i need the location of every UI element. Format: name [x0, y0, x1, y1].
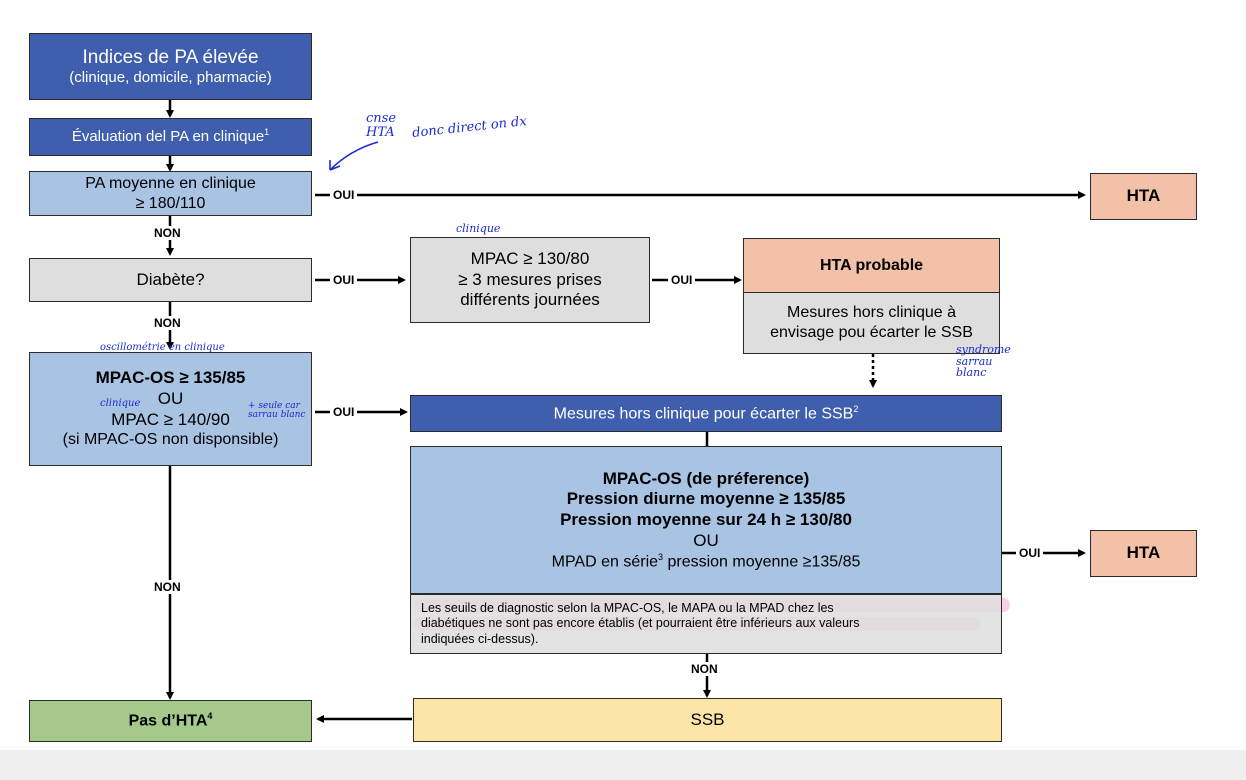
mpac-os-center-line2: Pression diurne moyenne ≥ 135/85	[566, 489, 846, 509]
pas-hta-box: Pas d’HTA4	[29, 700, 312, 742]
bottom-bar	[0, 750, 1246, 780]
ssb-box: SSB	[413, 698, 1002, 742]
evaluation-box: Évaluation del PA en clinique1	[29, 118, 312, 156]
annotation-clinique-left: clinique	[100, 398, 141, 409]
label-non-diabete: NON	[151, 316, 184, 330]
mpac-os-center-line5sup: 3	[658, 551, 664, 562]
mpac-diab-line3: différents journées	[460, 290, 600, 310]
evaluation-text: Évaluation del PA en clinique	[71, 128, 265, 146]
annotation-syndrome: syndrome sarrau blanc	[956, 343, 1011, 380]
mpac-os-left-line1: MPAC-OS ≥ 135/85	[95, 368, 246, 388]
mesures-hors-text: Mesures hors clinique pour écarter le SS…	[553, 404, 854, 422]
hta-probable-body2: envisage pou écarter le SSB	[770, 324, 973, 341]
label-oui-diabete: OUI	[330, 273, 358, 287]
hand-arrow	[329, 141, 379, 171]
seuils-note-line2: diabétiques ne sont pas encore établis (…	[421, 616, 860, 631]
label-oui-center: OUI	[1016, 546, 1044, 560]
hta-top-label: HTA	[1126, 186, 1161, 206]
mpac-os-left-line4: (si MPAC-OS non disponsible)	[62, 431, 279, 449]
mpac-os-left-box: MPAC-OS ≥ 135/85 OU MPAC ≥ 140/90 (si MP…	[29, 352, 312, 466]
mpac-diabete-box: MPAC ≥ 130/80 ≥ 3 mesures prises différe…	[410, 237, 650, 323]
mesures-hors-sup: 2	[853, 403, 859, 414]
mpac-os-center-line3: Pression moyenne sur 24 h ≥ 130/80	[560, 510, 852, 530]
mpac-diab-line2: ≥ 3 mesures prises	[458, 269, 602, 289]
mesures-hors-box: Mesures hors clinique pour écarter le SS…	[410, 395, 1002, 432]
indices-box: Indices de PA élevée (clinique, domicile…	[29, 33, 312, 100]
pa-moyenne-line1: PA moyenne en clinique	[85, 174, 256, 192]
mpac-os-center-line5a: MPAD en série	[551, 552, 659, 570]
mpac-os-center-line5b: pression moyenne ≥135/85	[663, 552, 861, 570]
annotation-seule-car: + seule car sarrau blanc	[248, 401, 306, 421]
label-oui-mpac: OUI	[668, 273, 696, 287]
evaluation-sup: 1	[264, 127, 270, 138]
indices-line2: (clinique, domicile, pharmacie)	[69, 68, 272, 86]
seuils-note-line3: indiquées ci-dessus).	[421, 631, 539, 646]
seuils-note-box: Les seuils de diagnostic selon la MPAC-O…	[410, 594, 1002, 654]
hta-probable-body1: Mesures hors clinique à	[787, 304, 956, 322]
label-oui-mpacos: OUI	[330, 405, 358, 419]
hta-probable-title-box: HTA probable	[743, 238, 1000, 293]
annotation-oscillometrie: oscillométrie en clinique	[100, 342, 225, 353]
ssb-label: SSB	[690, 709, 725, 729]
hta-probable-title: HTA probable	[819, 256, 924, 274]
pa-moyenne-box: PA moyenne en clinique ≥ 180/110	[29, 171, 312, 216]
hta-right-label: HTA	[1126, 543, 1161, 563]
mpac-os-center-line4: OU	[693, 530, 719, 550]
annotation-cnse-hta: cnse HTA	[366, 111, 397, 140]
indices-line1: Indices de PA élevée	[82, 46, 259, 68]
label-non-pa: NON	[151, 226, 184, 240]
mpac-os-left-line2: OU	[157, 388, 184, 408]
pa-moyenne-line2: ≥ 180/110	[135, 194, 206, 212]
mpac-diab-line1: MPAC ≥ 130/80	[470, 248, 590, 268]
hta-probable-body-box: Mesures hors clinique à envisage pou éca…	[743, 292, 1000, 354]
label-non-mpacos: NON	[151, 580, 184, 594]
label-non-center: NON	[688, 662, 721, 676]
diabete-box: Diabète?	[29, 258, 312, 302]
hta-top-box: HTA	[1090, 173, 1197, 220]
annotation-clinique-top: clinique	[456, 222, 501, 235]
mpac-os-left-line3: MPAC ≥ 140/90	[111, 409, 230, 429]
label-oui-pa: OUI	[330, 188, 358, 202]
mpac-os-center-box: MPAC-OS (de préference) Pression diurne …	[410, 446, 1002, 594]
pas-hta-text: Pas d’HTA	[128, 712, 208, 730]
hand-arrow-head	[329, 160, 341, 171]
mpac-os-center-line1: MPAC-OS (de préference)	[602, 468, 810, 488]
pas-hta-sup: 4	[207, 711, 213, 722]
diabete-label: Diabète?	[136, 269, 205, 289]
hta-right-box: HTA	[1090, 530, 1197, 577]
seuils-note-line1: Les seuils de diagnostic selon la MPAC-O…	[421, 601, 834, 616]
